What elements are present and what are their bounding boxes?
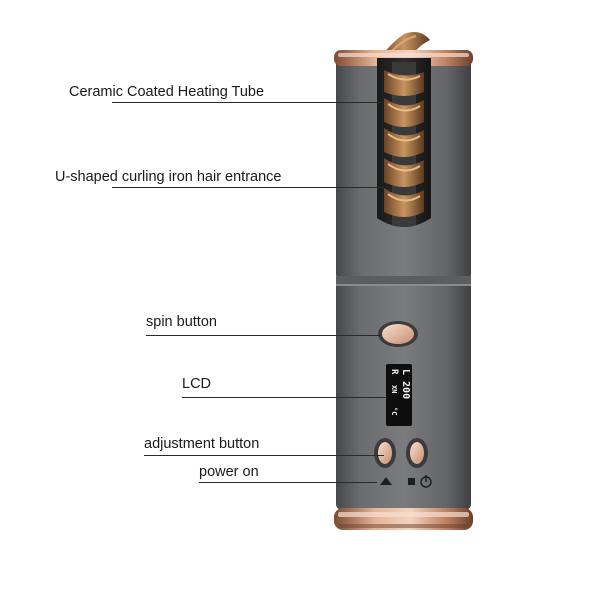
- lcd-unit: °C: [390, 407, 398, 415]
- label-adjustment-button: adjustment button: [144, 436, 260, 452]
- spin-button[interactable]: [378, 321, 418, 347]
- lcd-line-3: XN: [390, 385, 398, 393]
- power-button[interactable]: [406, 438, 428, 468]
- leader-spin-button: [146, 335, 380, 336]
- triangle-icon: [380, 477, 392, 485]
- power-symbol-icon: [408, 475, 432, 488]
- bottom-copper-ring: [334, 508, 473, 530]
- leader-heating-tube: [112, 102, 382, 103]
- heating-tube: [384, 62, 424, 227]
- adjustment-button[interactable]: [374, 438, 396, 468]
- label-hair-entrance: U-shaped curling iron hair entrance: [55, 169, 282, 185]
- label-spin-button: spin button: [146, 314, 217, 330]
- leader-adjustment-button: [144, 455, 384, 456]
- hair-entrance-slot: [377, 58, 431, 227]
- lcd-line-1: L 200: [400, 369, 411, 399]
- label-power-on: power on: [199, 464, 259, 480]
- label-heating-tube: Ceramic Coated Heating Tube: [69, 84, 265, 100]
- leader-hair-entrance: [112, 187, 384, 188]
- lcd-line-2: R: [389, 369, 399, 375]
- leader-power-on: [199, 482, 377, 483]
- leader-lcd: [182, 397, 386, 398]
- body-seam: [336, 276, 471, 286]
- lcd-display: L 200 R XN °C: [386, 364, 412, 426]
- label-lcd: LCD: [182, 376, 212, 392]
